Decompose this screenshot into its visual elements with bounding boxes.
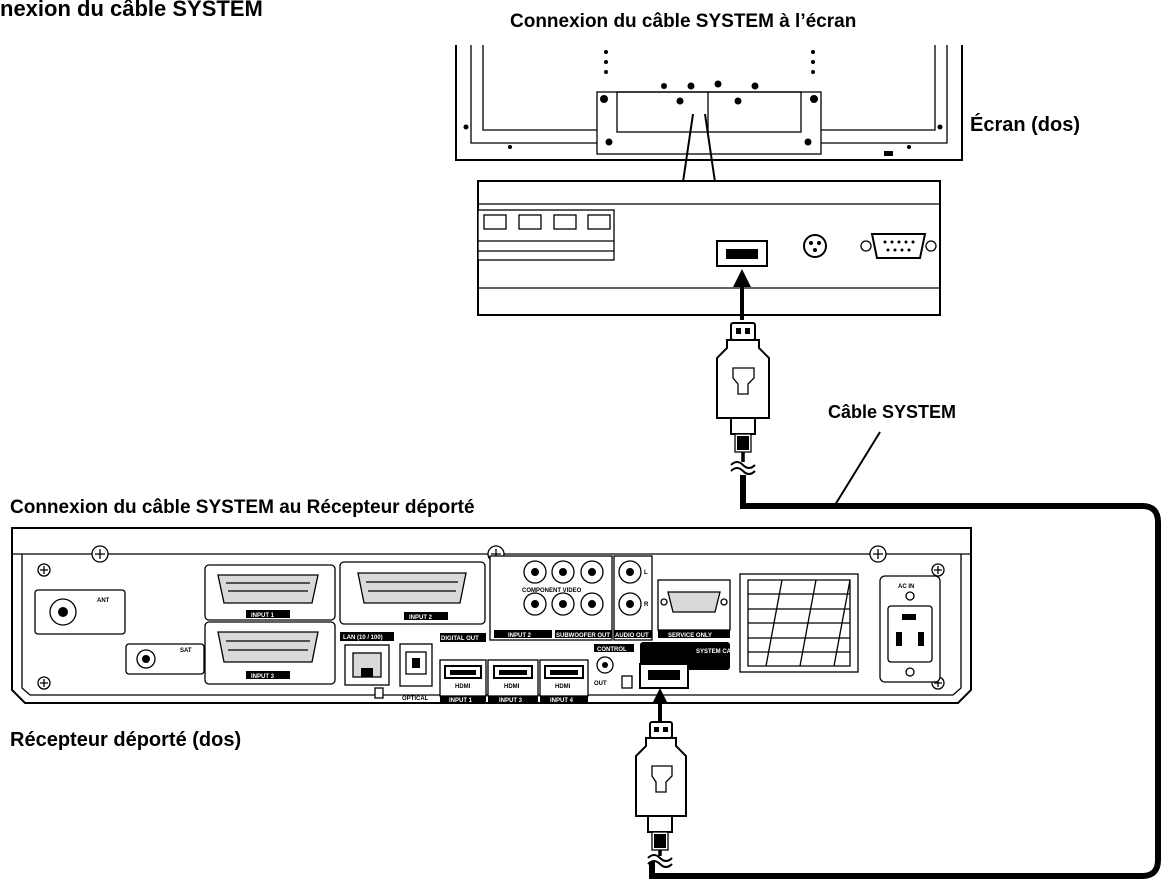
receiver-back-label: Récepteur déporté (dos) <box>10 729 241 751</box>
hdmi4-label: HDMI <box>555 684 571 690</box>
lan-label: LAN (10 / 100) <box>343 635 383 641</box>
input3-scart-label: INPUT 3 <box>251 674 275 680</box>
display-mini-din-port <box>803 234 827 258</box>
system-cable-port-label: SYSTEM CABLE <box>696 649 743 655</box>
ac-in-label: AC IN <box>898 584 914 590</box>
hdmi1-label: HDMI <box>455 684 471 690</box>
service-only-label: SERVICE ONLY <box>668 633 712 639</box>
audio-l-label: L <box>644 570 648 576</box>
control-label: CONTROL <box>597 647 627 653</box>
subwoofer-out-label: SUBWOOFER OUT <box>556 633 610 639</box>
upper-cable-plug <box>716 322 770 475</box>
control-out-label: OUT <box>594 681 607 687</box>
input2-scart-label: INPUT 2 <box>409 615 433 621</box>
hdmi3-label: HDMI <box>504 684 520 690</box>
display-connection-title: Connexion du câble SYSTEM à l’écran <box>510 11 856 32</box>
hdmi-input4-label: INPUT 4 <box>550 698 574 704</box>
display-connector-panel <box>477 180 941 316</box>
hdmi-input3-label: INPUT 3 <box>499 698 523 704</box>
input2-component-label: INPUT 2 <box>508 633 532 639</box>
input1-scart-label: INPUT 1 <box>251 613 275 619</box>
digital-out-label: DIGITAL OUT <box>441 636 479 642</box>
system-cable-leader <box>834 431 881 506</box>
display-back-label: Écran (dos) <box>970 113 1080 136</box>
hdmi-input1-label: INPUT 1 <box>449 698 473 704</box>
heading-partial: nexion du câble SYSTEM <box>0 0 263 21</box>
component-video-label: COMPONENT VIDEO <box>522 588 582 594</box>
display-rs232-port <box>870 233 927 259</box>
arrow-up-icon <box>733 269 751 320</box>
system-cable-label: Câble SYSTEM <box>828 402 956 422</box>
ant-label: ANT <box>97 598 110 604</box>
optical-label: OPTICAL <box>402 696 429 702</box>
system-cable-path <box>649 475 1161 879</box>
callout-line-left <box>682 113 694 183</box>
audio-r-label: R <box>644 602 649 608</box>
lower-cable-plug <box>635 721 687 868</box>
callout-line-right <box>704 113 716 183</box>
display-back <box>455 45 963 161</box>
arrow-up-icon-receiver <box>652 688 668 722</box>
audio-out-label: AUDIO OUT <box>615 633 649 639</box>
sat-label: SAT <box>180 648 192 654</box>
receiver-connection-title: Connexion du câble SYSTEM au Récepteur d… <box>10 497 475 518</box>
receiver-back: ANT SAT INPUT 1 INPUT 3 INPUT 2 LAN (10 … <box>11 527 972 704</box>
